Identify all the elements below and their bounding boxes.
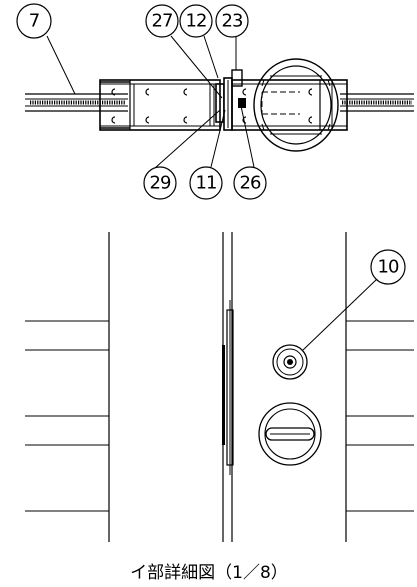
callout-26: 26 [233,166,267,200]
left-rail [25,93,128,112]
callout-29: 29 [143,166,177,200]
right-rail [340,93,414,112]
handle-loop [253,58,339,152]
callout-11-label: 11 [196,173,217,194]
thumb-turn [258,402,322,466]
callout-12: 12 [179,4,213,38]
elevation-view: 10 [25,232,414,542]
callout-23: 23 [215,4,249,38]
plan-section: 7 27 12 23 29 11 26 [16,3,414,200]
right-door-block [231,79,348,131]
center-meeting-stile [222,300,234,475]
center-joint [215,69,246,131]
callout-12-label: 12 [186,11,207,32]
plan-leader-lines [46,35,255,169]
callout-11: 11 [189,166,223,200]
callout-7-label: 7 [29,11,39,32]
left-door-block [99,79,221,131]
callout-29-label: 29 [150,173,171,194]
callout-27-label: 27 [152,11,173,32]
cylinder-lock [272,344,308,380]
callout-10: 10 [302,249,406,351]
callout-23-label: 23 [222,11,243,32]
drawing-caption: イ部詳細図（1／8） [130,563,288,583]
right-horizontal-rails [346,320,414,512]
frame-verticals [108,232,347,542]
callout-10-label: 10 [378,257,399,278]
callout-27: 27 [145,4,179,38]
left-horizontal-rails [25,320,109,512]
callout-7: 7 [16,3,52,39]
callout-26-label: 26 [240,173,261,194]
